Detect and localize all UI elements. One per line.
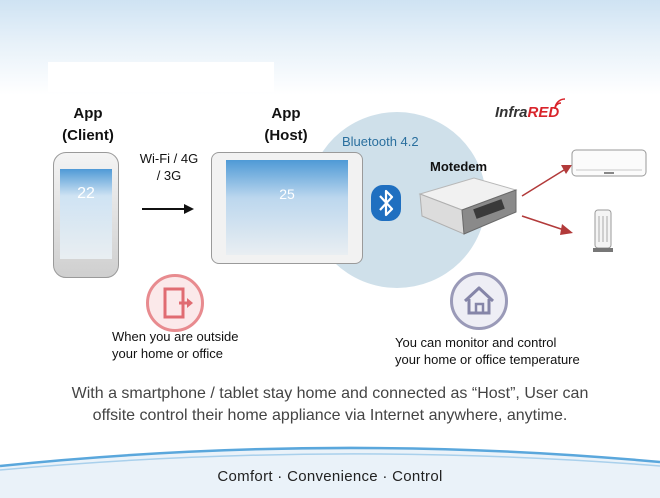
main-caption-line2: offsite control their home appliance via… bbox=[92, 407, 568, 424]
app-client-label-line2: (Client) bbox=[62, 127, 114, 144]
home-icon bbox=[463, 286, 495, 315]
air-conditioner-illustration bbox=[571, 149, 647, 177]
motedem-device-illustration bbox=[418, 177, 518, 235]
home-icon-badge bbox=[450, 272, 508, 330]
bluetooth-version-label: Bluetooth 4.2 bbox=[342, 134, 419, 149]
network-label-line1: Wi-Fi / 4G bbox=[139, 151, 199, 166]
exit-door-icon bbox=[163, 287, 193, 319]
app-host-label: App (Host) bbox=[246, 103, 326, 147]
app-client-label: App (Client) bbox=[48, 103, 128, 147]
infrared-logo: InfraRED bbox=[495, 104, 559, 121]
network-label: Wi-Fi / 4G / 3G bbox=[132, 150, 206, 184]
smartphone-temperature: 22 bbox=[77, 185, 95, 202]
monitor-description-line2: your home or office temperature bbox=[395, 352, 580, 367]
network-label-line2: / 3G bbox=[156, 168, 182, 183]
app-host-label-line1: App bbox=[271, 105, 301, 122]
tablet-illustration: 25 bbox=[211, 152, 363, 264]
outside-description-line2: your home or office bbox=[112, 346, 224, 361]
app-client-label-line1: App bbox=[73, 105, 103, 122]
smartphone-illustration: 22 bbox=[53, 152, 119, 278]
main-caption: With a smartphone / tablet stay home and… bbox=[38, 383, 622, 427]
footer-swoosh bbox=[0, 446, 660, 498]
outside-description-line1: When you are outside bbox=[112, 329, 239, 344]
infrared-arrow-to-heater bbox=[521, 215, 573, 235]
header-gradient-band bbox=[0, 0, 660, 95]
outside-description: When you are outside your home or office bbox=[112, 328, 238, 362]
tablet-temperature: 25 bbox=[279, 186, 295, 202]
smartphone-screen: 22 bbox=[60, 169, 112, 259]
footer-tagline: Comfort · Convenience · Control bbox=[217, 468, 443, 485]
tablet-screen: 25 bbox=[226, 160, 348, 255]
monitor-description-line1: You can monitor and control bbox=[395, 335, 557, 350]
exit-door-icon-badge bbox=[146, 274, 204, 332]
app-host-label-line2: (Host) bbox=[264, 127, 308, 144]
main-caption-line1: With a smartphone / tablet stay home and… bbox=[71, 385, 589, 402]
tower-heater-illustration bbox=[593, 209, 613, 252]
network-arrow bbox=[142, 204, 194, 214]
signal-waves-icon bbox=[554, 98, 566, 110]
bluetooth-icon bbox=[371, 185, 401, 221]
monitor-description: You can monitor and control your home or… bbox=[395, 334, 580, 368]
header-blank-card bbox=[48, 62, 274, 92]
infrared-arrow-to-ac bbox=[521, 165, 572, 197]
infrared-logo-prefix: Infra bbox=[495, 104, 528, 121]
motedem-label: Motedem bbox=[430, 159, 488, 174]
infrared-logo-suffix: RED bbox=[527, 104, 560, 121]
